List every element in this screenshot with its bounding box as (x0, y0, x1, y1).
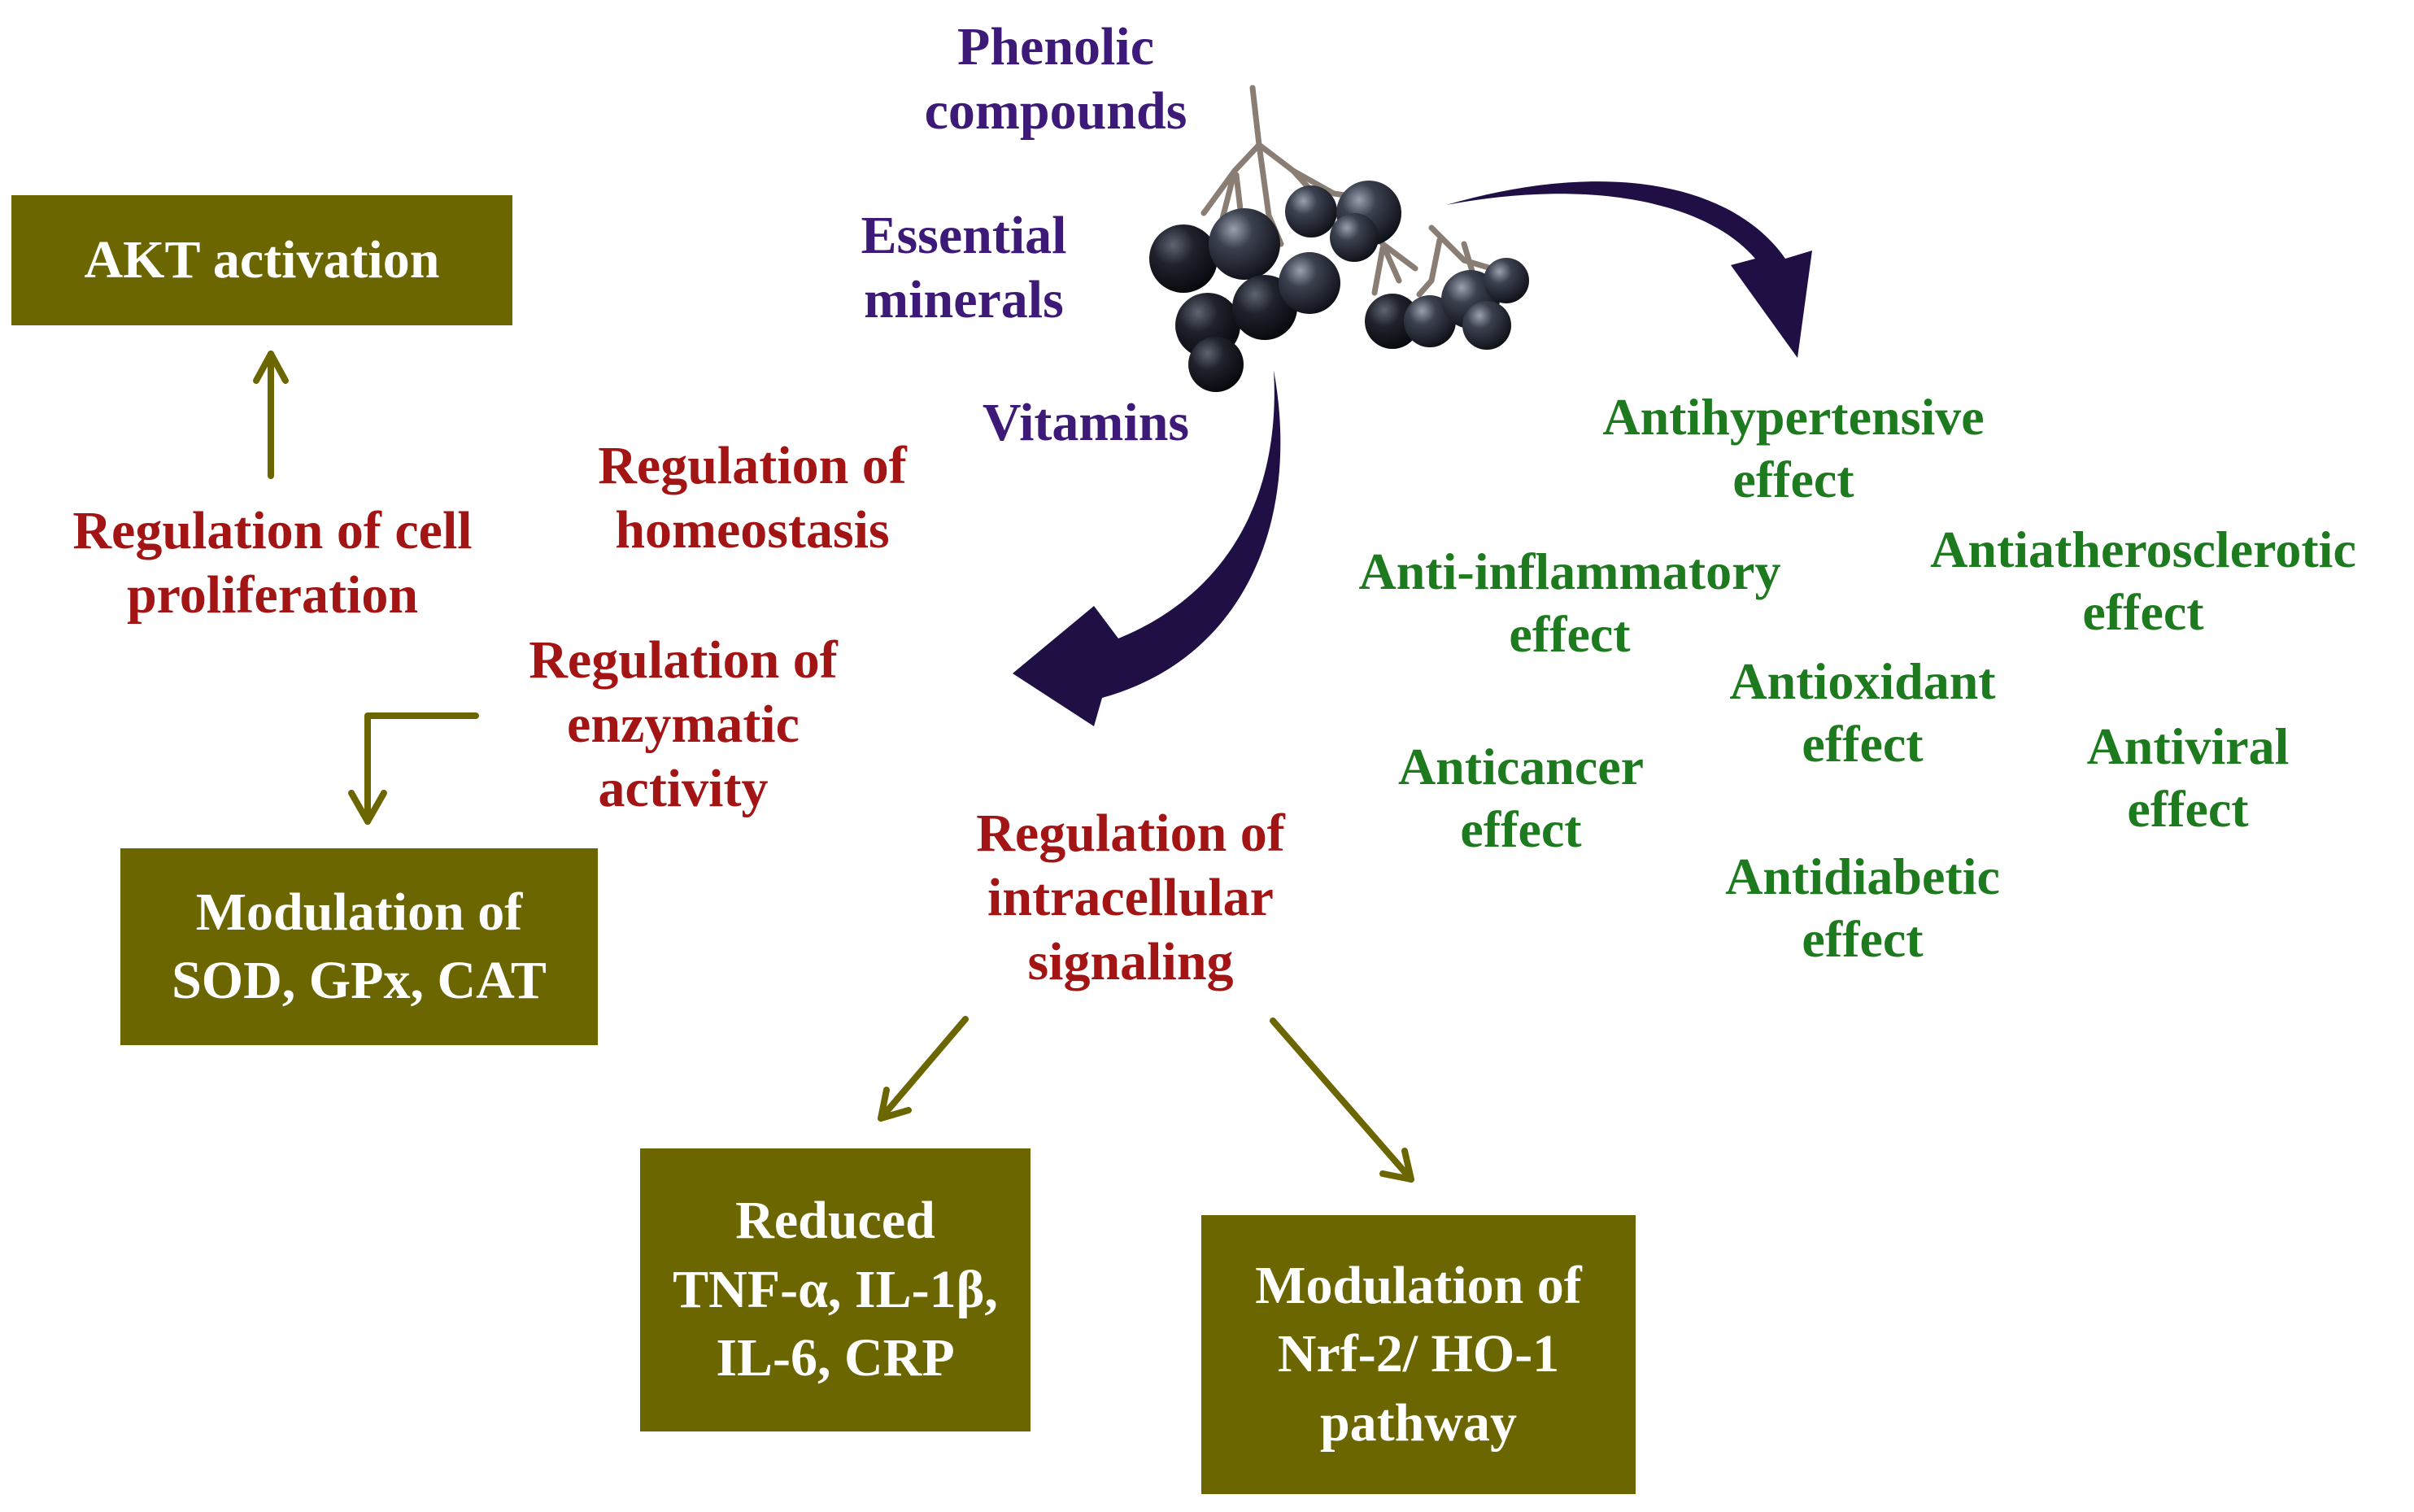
curved-arrow-effects (1446, 181, 1812, 358)
arrow-to-sod (348, 712, 479, 825)
effect-antidiabetic: Antidiabetic effect (1725, 848, 2000, 968)
effect-antiatherosclerotic: Antiatherosclerotic effect (1930, 521, 2356, 641)
arrow-to-cytokines (878, 1016, 969, 1122)
box-nrf2-ho1: Modulation of Nrf-2/ HO-1 pathway (1201, 1215, 1636, 1494)
arrow-to-akt (253, 351, 289, 479)
label-regulation-intracellular-signaling: Regulation of intracellular signaling (976, 804, 1285, 992)
box-sod-gpx-cat: Modulation of SOD, GPx, CAT (120, 848, 598, 1045)
nutrient-essential-minerals: Essential minerals (861, 206, 1067, 330)
box-reduced-cytokines: Reduced TNF-α, IL-1β, IL-6, CRP (640, 1148, 1031, 1431)
berry-cluster (1149, 85, 1529, 392)
label-regulation-homeostasis: Regulation of homeostasis (598, 436, 907, 560)
label-regulation-enzymatic-activity: Regulation of enzymatic activity (529, 630, 838, 819)
label-regulation-cell-proliferation: Regulation of cell proliferation (72, 501, 473, 625)
arrow-to-nrf2 (1270, 1017, 1414, 1183)
curved-arrow-regulation (1013, 370, 1281, 726)
nutrient-phenolic-compounds: Phenolic compounds (924, 17, 1187, 142)
effect-antioxidant: Antioxidant effect (1729, 652, 1996, 773)
effect-anticancer: Anticancer effect (1397, 738, 1645, 858)
box-akt-activation: AKT activation (11, 195, 512, 325)
effect-antihypertensive: Antihypertensive effect (1602, 388, 1985, 508)
effect-anti-inflammatory: Anti-inflammatory effect (1358, 542, 1781, 663)
effect-antiviral: Antiviral effect (2086, 717, 2290, 838)
nutrient-vitamins: Vitamins (982, 393, 1190, 452)
